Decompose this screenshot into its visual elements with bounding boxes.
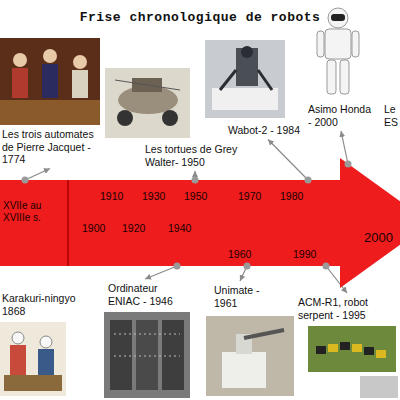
caption-text: Asimo Honda - 2000 [308, 103, 374, 128]
cut-caption: Le [384, 103, 396, 116]
timeline-dot [192, 177, 199, 184]
year-label: 1960 [228, 248, 251, 260]
robot-caption: Asimo Honda - 2000 [308, 103, 374, 128]
timeline-pointer [145, 266, 177, 279]
cut-caption: ES [384, 116, 398, 129]
robot-caption: Wabot-2 - 1984 [228, 124, 308, 137]
year-label: 1940 [168, 222, 191, 234]
era-label: XVIIe au XVIIIe s. [3, 200, 55, 224]
karakuri-photo [0, 322, 66, 396]
caption-text: Wabot-2 - 1984 [228, 124, 308, 137]
automates-photo [0, 38, 100, 125]
year-label: 1920 [122, 222, 145, 234]
arrow-body [0, 158, 400, 288]
caption-text: Les trois automates de Pierre Jacquet - … [2, 128, 98, 166]
timeline-arrow: XVIIe au XVIIIe s. 1910 1930 1950 1970 1980 19… [0, 158, 400, 288]
timeline-dot [244, 263, 251, 270]
robot-caption: Unimate - 1961 [214, 284, 266, 309]
robot-caption: ACM-R1, robot serpent - 1995 [298, 296, 396, 321]
tortues-photo [105, 68, 190, 138]
diagram-title: Frise chronologique de robots [0, 10, 400, 25]
timeline-dot [345, 161, 352, 168]
eniac-photo [104, 312, 190, 398]
caption-text: Les tortues de Grey Walter- 1950 [145, 143, 245, 168]
asimo-figure [317, 8, 359, 94]
timeline-pointer [341, 131, 348, 164]
wabot-photo [205, 40, 285, 118]
timeline-dot [305, 177, 312, 184]
timeline-dot [323, 263, 330, 270]
robot-caption: Les tortues de Grey Walter- 1950 [145, 143, 245, 168]
acm-snake-photo [308, 326, 398, 398]
year-label: 1970 [238, 190, 261, 202]
caption-text: Karakuri-ningyo 1868 [2, 292, 82, 317]
era-divider [67, 180, 69, 266]
unimate-photo [206, 316, 294, 396]
robot-caption: Ordinateur ENIAC - 1946 [108, 282, 182, 307]
year-label: 1900 [82, 222, 105, 234]
robot-caption: Karakuri-ningyo 1868 [2, 292, 82, 317]
timeline-pointer [25, 169, 50, 181]
year-label: 1990 [293, 248, 316, 260]
timeline-dot [174, 263, 181, 270]
caption-text: Ordinateur ENIAC - 1946 [108, 282, 182, 307]
caption-text: Unimate - 1961 [214, 284, 266, 309]
timeline-pointer [268, 140, 308, 181]
caption-text: ACM-R1, robot serpent - 1995 [298, 296, 396, 321]
arrow-shape [0, 158, 400, 288]
year-label: 1930 [142, 190, 165, 202]
year-label: 1950 [184, 190, 207, 202]
year-label: 1910 [100, 190, 123, 202]
year-label: 2000 [364, 232, 393, 244]
year-label: 1980 [280, 190, 303, 202]
robot-caption: Les trois automates de Pierre Jacquet - … [2, 128, 98, 166]
timeline-dot [22, 177, 29, 184]
